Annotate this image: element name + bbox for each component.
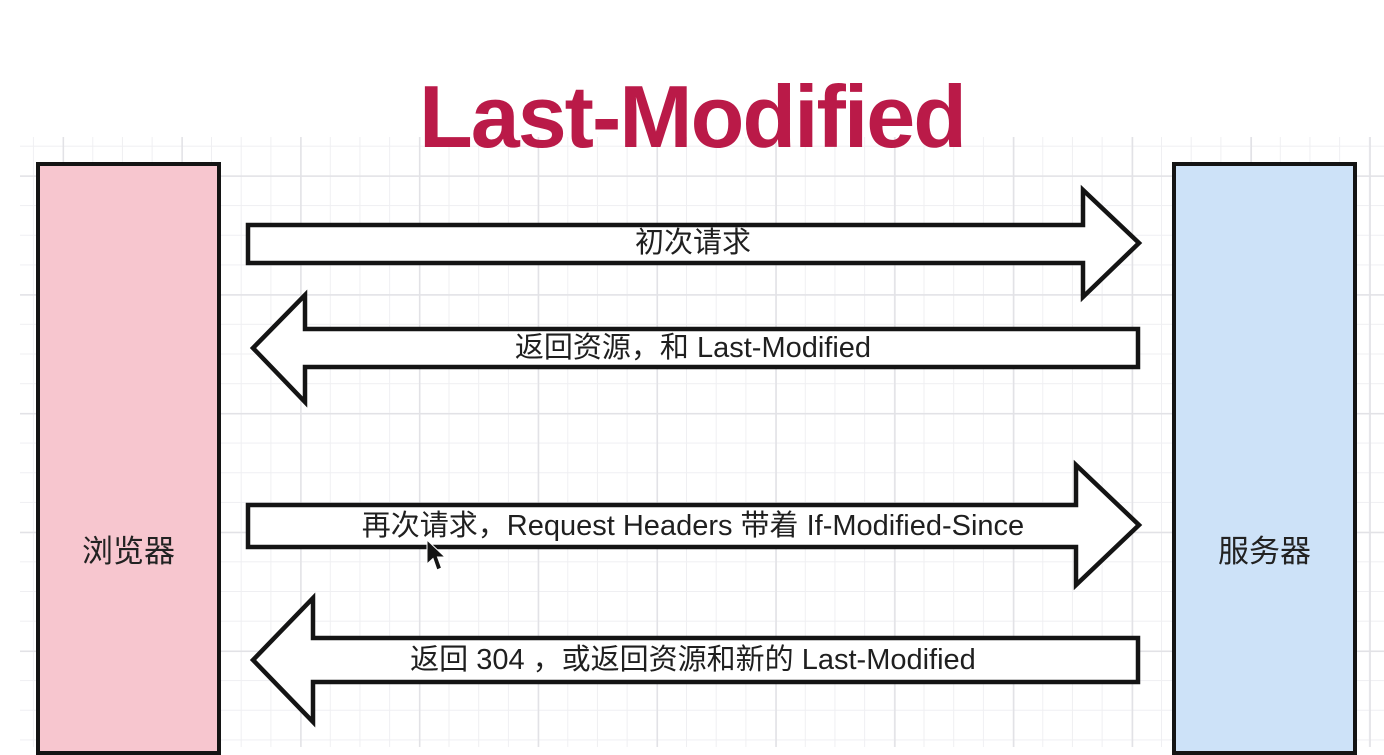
browser-box-label: 浏览器	[82, 534, 175, 569]
arrow-label-return-resource: 返回资源，和 Last-Modified	[514, 332, 872, 364]
page-title: Last-Modified	[419, 66, 967, 166]
arrow-return-resource-left	[249, 289, 1141, 408]
arrow-label-return-304: 返回 304 ，或返回资源和新的 Last-Modified	[410, 644, 976, 676]
arrow-label-initial-request: 初次请求	[634, 227, 751, 259]
browser-box: 浏览器	[36, 162, 221, 755]
arrow-initial-request-right	[245, 184, 1143, 303]
server-box-label: 服务器	[1218, 534, 1311, 569]
arrow-label-second-request: 再次请求，Request Headers 带着 If-Modified-Sinc…	[361, 510, 1025, 542]
server-box: 服务器	[1172, 162, 1357, 755]
arrow-return-304-left	[249, 592, 1141, 728]
mouse-cursor-icon	[426, 539, 447, 571]
arrow-second-request-right	[245, 459, 1143, 591]
